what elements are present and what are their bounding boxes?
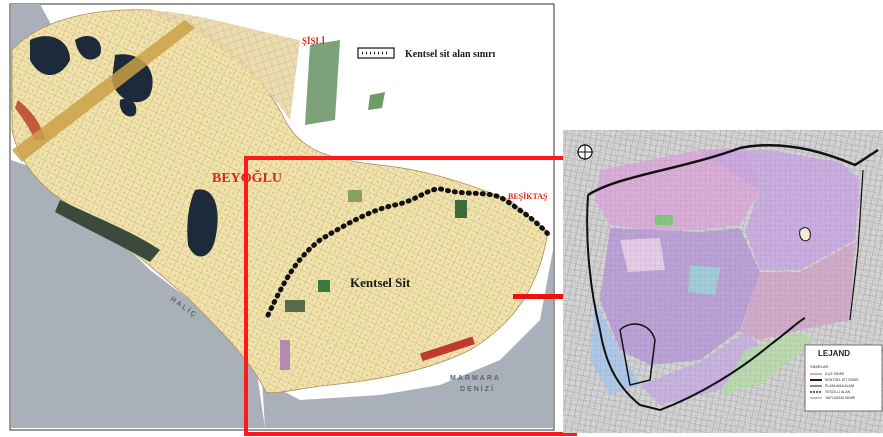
left-map: BEYOĞLU ŞİŞLİ BEŞİKTAŞ Kentsel Sit MARMA… — [9, 3, 555, 431]
legend-heading: SINIRLAR — [810, 364, 829, 369]
legend-title: LEJAND — [818, 349, 850, 358]
label-denizi: DENİZİ — [460, 385, 495, 393]
label-marmara: MARMARA — [450, 375, 501, 382]
sea-area — [11, 160, 265, 428]
right-map: LEJAND SINIRLAR İLÇE SINIRI KENTSEL SİT … — [563, 130, 883, 433]
label-sisli: ŞİŞLİ — [302, 36, 326, 46]
legend-item: PLANLAMA ALANI — [825, 384, 854, 388]
compass-icon — [577, 144, 593, 160]
kentsel-sit-boundary — [265, 186, 551, 318]
legend-item: KENTSEL SİT SINIRI — [825, 377, 858, 382]
left-legend: Kentsel sit alan sınırı — [357, 47, 496, 60]
legend-item: YAPI ADASI SINIRI — [825, 396, 855, 400]
legend-item: İLÇE SINIRI — [825, 371, 844, 376]
label-besiktas: BEŞİKTAŞ — [508, 191, 548, 201]
label-kentsel-sit: Kentsel Sit — [350, 275, 411, 290]
legend-boundary-label: Kentsel sit alan sınırı — [405, 49, 496, 60]
right-boundary — [587, 143, 879, 197]
right-legend: LEJAND SINIRLAR İLÇE SINIRI KENTSEL SİT … — [804, 344, 883, 412]
legend-item: TESCİLLİ ALAN — [825, 389, 851, 394]
